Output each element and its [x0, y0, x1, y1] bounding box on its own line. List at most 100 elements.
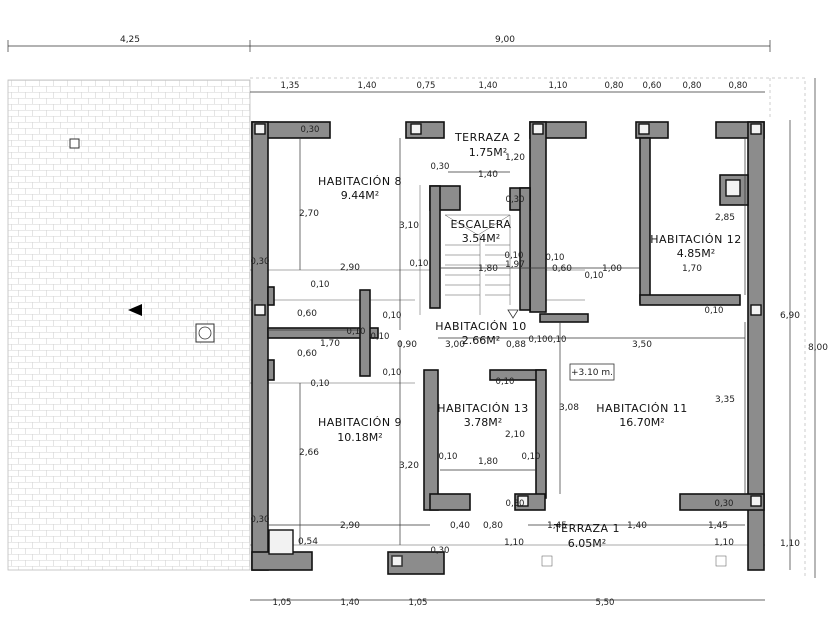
dim-w350: 3,50 [632, 340, 652, 350]
entrance-arrow-icon [128, 304, 142, 316]
dim-t010-e: 0,10 [383, 311, 402, 321]
dim-w290-bottom: 2,90 [340, 521, 360, 531]
svg-text:4.85M²: 4.85M² [677, 247, 715, 260]
dim-t010-a: 0,10 [311, 280, 330, 290]
svg-text:1.75M²: 1.75M² [469, 146, 507, 159]
room-hab11: HABITACIÓN 11 16.70M² [596, 402, 688, 429]
dim-w180-escalera: 1,80 [478, 264, 498, 274]
columns [254, 123, 762, 567]
dim-hab12-height: 2,85 [715, 213, 735, 223]
dim-t030-terraza2: 0,30 [431, 162, 450, 172]
dim-right-terraza: 1,10 [780, 539, 800, 549]
dim-t010-p: 0,10 [529, 335, 548, 345]
dim-right-outer: 8,00 [808, 343, 828, 353]
dim-w080: 0,80 [483, 521, 503, 531]
svg-text:1,10: 1,10 [549, 81, 568, 91]
dim-w040: 0,40 [450, 521, 470, 531]
svg-text:2.66M²: 2.66M² [462, 334, 500, 347]
dim-w110-right: 1,10 [714, 538, 734, 548]
room-escalera: ESCALERA 3.54M² [451, 218, 511, 245]
room-hab9: HABITACIÓN 9 10.18M² [318, 416, 402, 444]
svg-text:HABITACIÓN 12: HABITACIÓN 12 [650, 233, 742, 246]
svg-text:TERRAZA 2: TERRAZA 2 [454, 131, 521, 144]
dim-t010-j: 0,10 [705, 306, 724, 316]
dim-t030-bottom: 0,30 [431, 546, 450, 556]
dim-w060-a: 0,60 [297, 309, 317, 319]
svg-text:0,75: 0,75 [417, 81, 436, 91]
dim-w145-right: 1,45 [708, 521, 728, 531]
dim-w110-left: 1,10 [504, 538, 524, 548]
dim-t010-i: 0,10 [548, 335, 567, 345]
dim-w060-b: 0,60 [297, 349, 317, 359]
svg-text:0,80: 0,80 [683, 81, 702, 91]
level-tag: +3.10 m. [571, 368, 613, 378]
dim-t030-hab11: 0,30 [715, 499, 734, 509]
svg-text:HABITACIÓN 9: HABITACIÓN 9 [318, 416, 402, 429]
room-hab10: HABITACIÓN 10 2.66M² [435, 320, 527, 347]
dim-w060-esc: 0,60 [552, 264, 572, 274]
svg-text:3.54M²: 3.54M² [462, 232, 500, 245]
dim-w290-top: 2,90 [340, 263, 360, 273]
svg-text:1,05: 1,05 [273, 598, 292, 608]
svg-text:9.44M²: 9.44M² [341, 189, 379, 202]
stair-arrow-icon [507, 309, 519, 319]
dim-t010-o: 0,10 [505, 251, 524, 261]
svg-text:0,60: 0,60 [643, 81, 662, 91]
svg-text:HABITACIÓN 8: HABITACIÓN 8 [318, 175, 402, 188]
dimension-lines [7, 40, 816, 601]
dim-t010-d: 0,10 [410, 259, 429, 269]
dim-bottom-segments: 1,05 1,40 1,05 5,50 [273, 598, 615, 608]
svg-text:6.05M²: 6.05M² [568, 537, 606, 550]
terrace-planters [391, 555, 727, 567]
svg-text:3.78M²: 3.78M² [464, 416, 502, 429]
dim-t010-h: 0,10 [585, 271, 604, 281]
svg-text:1,40: 1,40 [479, 81, 498, 91]
dim-t030-terraza1: 0,30 [506, 499, 525, 509]
dim-t010-l: 0,10 [439, 452, 458, 462]
dim-hab11-height: 3,08 [559, 403, 579, 413]
dim-top-total-right: 9,00 [495, 35, 515, 45]
dim-t010-m: 0,10 [522, 452, 541, 462]
dim-t010-b: 0,10 [311, 379, 330, 389]
dim-w300-hab10: 3,00 [445, 340, 465, 350]
svg-text:HABITACIÓN 10: HABITACIÓN 10 [435, 320, 527, 333]
room-hab13: HABITACIÓN 13 3.78M² [437, 402, 529, 429]
dim-t030-left-b: 0,30 [251, 515, 270, 525]
dim-w100: 1,00 [602, 264, 622, 274]
dim-t010-n: 0,10 [347, 327, 366, 337]
dim-top-total-left: 4,25 [120, 35, 140, 45]
dim-top-segments: 1,35 1,40 0,75 1,40 1,10 0,80 0,60 0,80 … [281, 81, 748, 91]
terrace-column-core [198, 326, 212, 340]
dim-t030-esc: 0,30 [506, 195, 525, 205]
room-terraza1: TERRAZA 1 6.05M² [553, 522, 620, 550]
dim-hab8-height: 2,70 [299, 209, 319, 219]
dim-hab9-height: 2,66 [299, 448, 319, 458]
dim-w140-terraza2: 1,40 [478, 170, 498, 180]
dim-hab11-right: 3,35 [715, 395, 735, 405]
dim-t010-f: 0,10 [383, 368, 402, 378]
dim-t010-g: 0,10 [546, 253, 565, 263]
room-terraza2: TERRAZA 2 1.75M² [454, 131, 521, 159]
svg-text:1,40: 1,40 [341, 598, 360, 608]
svg-text:16.70M²: 16.70M² [619, 416, 664, 429]
dim-t010-k: 0,10 [496, 377, 515, 387]
svg-text:10.18M²: 10.18M² [337, 431, 382, 444]
svg-text:HABITACIÓN 13: HABITACIÓN 13 [437, 402, 529, 415]
room-hab8: HABITACIÓN 8 9.44M² [318, 175, 402, 202]
svg-text:5,50: 5,50 [596, 598, 615, 608]
dim-terraza2-height: 1,20 [505, 153, 525, 163]
dim-mid-310: 3,10 [399, 221, 419, 231]
svg-text:HABITACIÓN 11: HABITACIÓN 11 [596, 402, 688, 415]
plot-outline [250, 77, 806, 578]
dim-right-inner: 6,90 [780, 311, 800, 321]
dim-t030-left-a: 0,30 [251, 257, 270, 267]
dim-hab13-height: 2,10 [505, 430, 525, 440]
dim-w054: 0,54 [298, 537, 318, 547]
svg-text:1,40: 1,40 [358, 81, 377, 91]
dim-t010-c: 0,10 [371, 332, 390, 342]
stair-symbol [444, 214, 519, 319]
dim-mid-320: 3,20 [399, 461, 419, 471]
svg-text:TERRAZA 1: TERRAZA 1 [553, 522, 620, 535]
dim-t030-top: 0,30 [301, 125, 320, 135]
dim-w090: 0,90 [397, 340, 417, 350]
